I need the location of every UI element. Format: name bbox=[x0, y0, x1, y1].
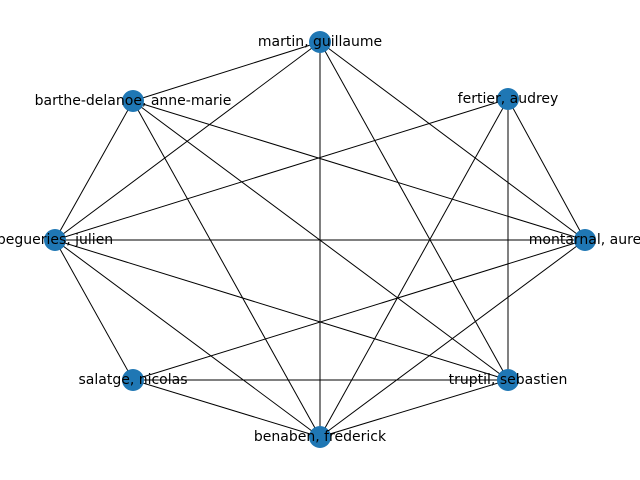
node-martin bbox=[309, 31, 331, 53]
node-label-martin: martin, guillaume bbox=[258, 34, 382, 50]
node-label-salatge: salatge, nicolas bbox=[78, 372, 187, 388]
edge-benaben-truptil bbox=[319, 379, 509, 438]
edge-fertier-montarnal bbox=[507, 98, 586, 241]
node-barthe bbox=[122, 90, 144, 112]
node-benaben bbox=[309, 426, 331, 448]
node-truptil bbox=[497, 369, 519, 391]
node-label-barthe: barthe-delanoe, anne-marie bbox=[35, 93, 232, 109]
node-fertier bbox=[497, 88, 519, 110]
nodes-layer bbox=[44, 31, 596, 448]
node-label-montarnal: montarnal, aure bbox=[529, 232, 640, 248]
node-salatge bbox=[122, 369, 144, 391]
edges-layer bbox=[54, 41, 586, 438]
edge-barthe-benaben bbox=[132, 100, 321, 438]
node-begueries bbox=[44, 229, 66, 251]
node-label-truptil: truptil, sebastien bbox=[449, 372, 568, 388]
edge-salatge-benaben bbox=[132, 379, 321, 438]
node-label-fertier: fertier, audrey bbox=[458, 91, 559, 107]
edge-fertier-begueries bbox=[54, 98, 509, 241]
edge-barthe-montarnal bbox=[132, 100, 586, 241]
edge-fertier-benaben bbox=[319, 98, 509, 438]
edge-martin-barthe bbox=[132, 41, 321, 102]
edge-montarnal-salatge bbox=[132, 239, 586, 381]
edge-martin-truptil bbox=[319, 41, 509, 381]
edge-begueries-truptil bbox=[54, 239, 509, 381]
labels-layer: martin, guillaume fertier, audrey montarna… bbox=[0, 34, 640, 445]
edge-begueries-salatge bbox=[54, 239, 134, 381]
node-label-benaben: benaben, frederick bbox=[254, 429, 387, 445]
node-label-begueries: begueries, julien bbox=[0, 232, 113, 248]
edge-montarnal-benaben bbox=[319, 239, 586, 438]
edge-begueries-benaben bbox=[54, 239, 321, 438]
node-montarnal bbox=[574, 229, 596, 251]
edge-barthe-begueries bbox=[54, 100, 134, 241]
edge-martin-montarnal bbox=[319, 41, 586, 241]
